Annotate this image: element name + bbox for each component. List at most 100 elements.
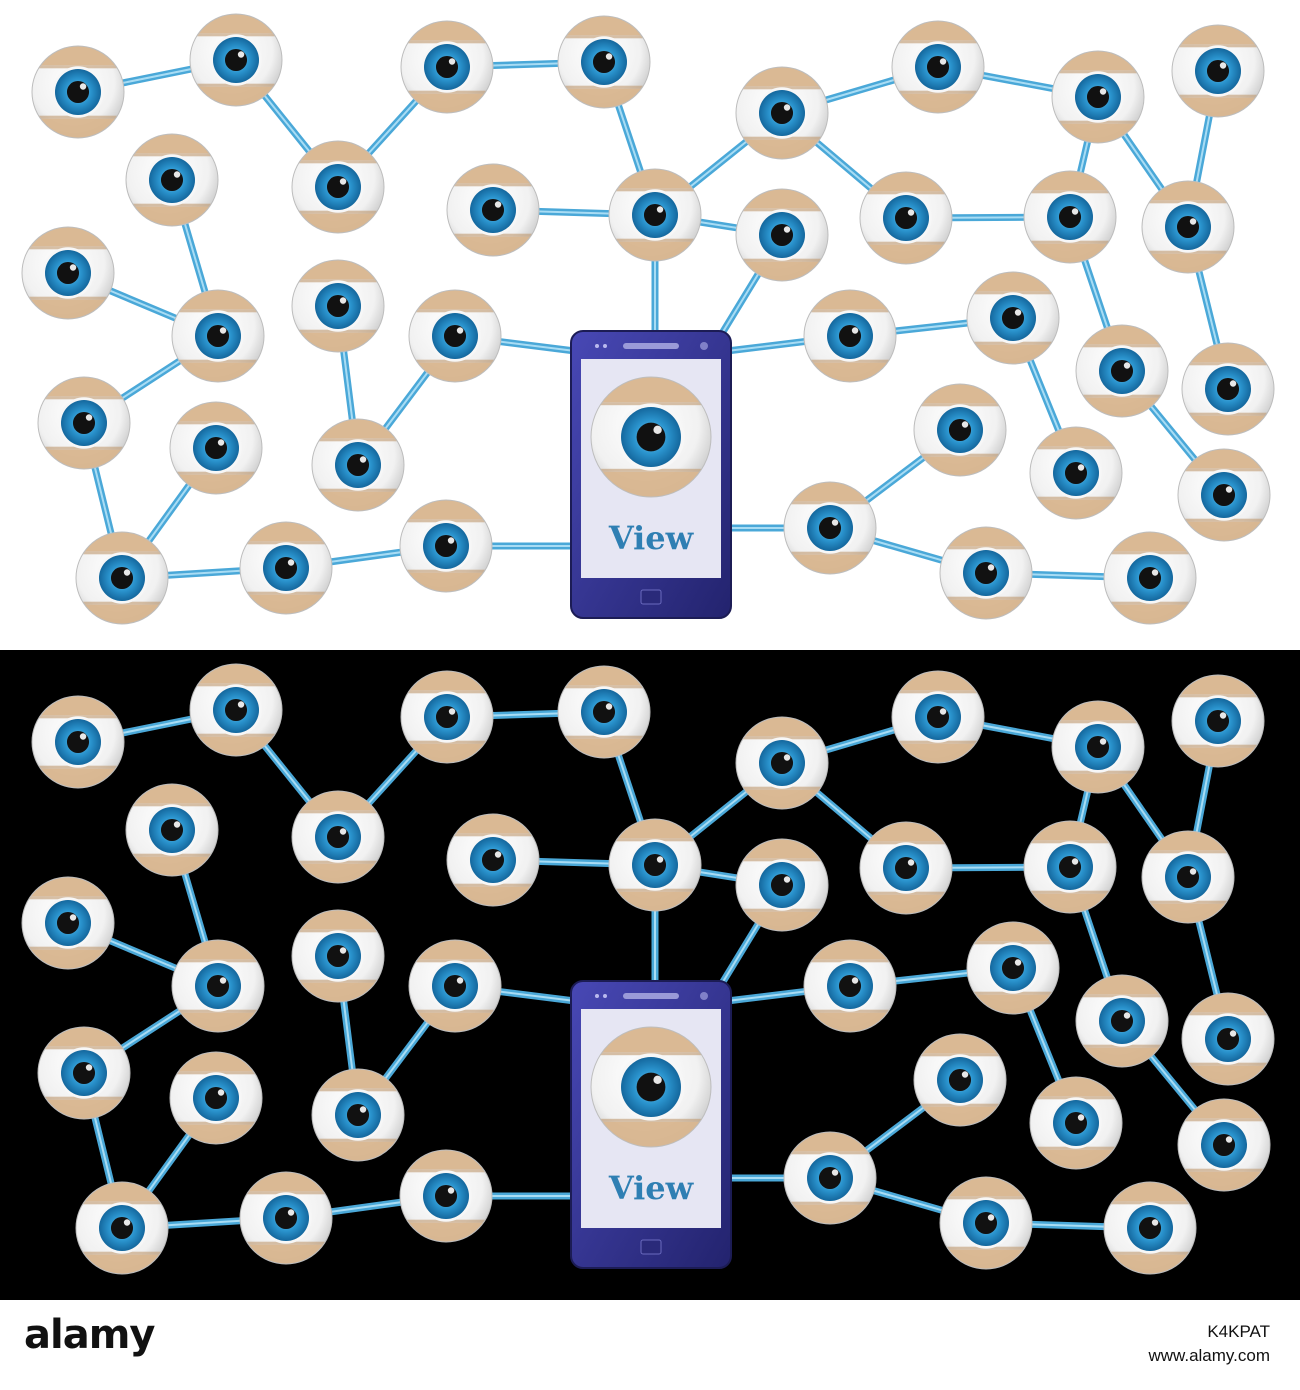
pupil xyxy=(1064,461,1088,485)
eyeball-node xyxy=(311,418,405,512)
pupil xyxy=(434,1184,458,1208)
eyeball-node xyxy=(803,939,897,1033)
pupil xyxy=(274,1206,298,1230)
eyeball-node xyxy=(1177,448,1271,542)
pupil xyxy=(926,55,950,79)
pupil xyxy=(204,1086,228,1110)
eyeball-node xyxy=(735,838,829,932)
pupil xyxy=(636,1072,666,1102)
pupil xyxy=(481,198,505,222)
eyeball-node xyxy=(1181,342,1275,436)
pupil xyxy=(66,730,90,754)
footer-bar: alamy K4KPAT www.alamy.com xyxy=(0,1300,1300,1390)
pupil xyxy=(1138,566,1162,590)
pupil xyxy=(592,50,616,74)
pupil xyxy=(443,324,467,348)
pupil xyxy=(770,101,794,125)
pupil xyxy=(326,825,350,849)
pupil xyxy=(1086,85,1110,109)
eyeball-node xyxy=(400,670,494,764)
pupil xyxy=(1212,483,1236,507)
pupil xyxy=(948,1068,972,1092)
eyeball-node xyxy=(939,1176,1033,1270)
eyeball-node xyxy=(735,716,829,810)
eyeball-node xyxy=(1171,24,1265,118)
pupil xyxy=(72,411,96,435)
pupil xyxy=(770,751,794,775)
pupil xyxy=(1110,1009,1134,1033)
pupil xyxy=(346,453,370,477)
eyeball-node xyxy=(169,1051,263,1145)
eyeball-node xyxy=(1075,324,1169,418)
eyeball-node xyxy=(859,171,953,265)
pupil xyxy=(1110,359,1134,383)
eyeball-node xyxy=(75,531,169,625)
pupil xyxy=(224,48,248,72)
smartphone: View xyxy=(570,330,732,619)
eyeball-node xyxy=(891,670,985,764)
eyeball-node xyxy=(557,665,651,759)
pupil xyxy=(443,974,467,998)
pupil xyxy=(206,974,230,998)
eyeball-node xyxy=(735,188,829,282)
pupil xyxy=(1216,1027,1240,1051)
eyeball-node xyxy=(1023,820,1117,914)
pupil xyxy=(1176,215,1200,239)
pupil xyxy=(894,856,918,880)
phone-camera xyxy=(700,992,708,1000)
pupil xyxy=(66,80,90,104)
pupil xyxy=(160,818,184,842)
phone-eye-icon xyxy=(590,1026,712,1148)
eyeball-node xyxy=(291,790,385,884)
phone-eye-icon xyxy=(590,376,712,498)
pupil xyxy=(1206,59,1230,83)
eyeball-node xyxy=(169,401,263,495)
eyeball-node xyxy=(913,1033,1007,1127)
pupil xyxy=(1001,306,1025,330)
pupil xyxy=(948,418,972,442)
pupil xyxy=(636,422,666,452)
phone-speaker xyxy=(623,343,679,349)
pupil xyxy=(1086,735,1110,759)
eyeball-node xyxy=(21,876,115,970)
pupil xyxy=(110,566,134,590)
pupil xyxy=(1212,1133,1236,1157)
footer-url: www.alamy.com xyxy=(1148,1346,1270,1365)
pupil xyxy=(974,1211,998,1235)
eyeball-node xyxy=(1141,830,1235,924)
eyeball-node xyxy=(557,15,651,109)
phone-home-button xyxy=(640,589,662,605)
eyeball-node xyxy=(125,133,219,227)
eyeball-node xyxy=(189,13,283,107)
pupil xyxy=(838,324,862,348)
eyeball-node xyxy=(291,259,385,353)
eyeball-node xyxy=(37,376,131,470)
pupil xyxy=(206,324,230,348)
eyeball-node xyxy=(1029,426,1123,520)
pupil xyxy=(770,873,794,897)
pupil xyxy=(838,974,862,998)
pupil xyxy=(110,1216,134,1240)
eyeball-node xyxy=(608,168,702,262)
pupil xyxy=(346,1103,370,1127)
eyeball-node xyxy=(239,521,333,615)
eyeball-node xyxy=(125,783,219,877)
pupil xyxy=(326,294,350,318)
smartphone: View xyxy=(570,980,732,1269)
eyeball-node xyxy=(408,939,502,1033)
eyeball-node xyxy=(408,289,502,383)
eyeball-node xyxy=(1103,531,1197,625)
phone-view-label: View xyxy=(608,519,695,557)
pupil xyxy=(204,436,228,460)
eyeball-node xyxy=(859,821,953,915)
eyeball-node xyxy=(1103,1181,1197,1275)
eyeball-node xyxy=(311,1068,405,1162)
eyeball-node xyxy=(291,909,385,1003)
pupil xyxy=(894,206,918,230)
eyeball-node xyxy=(291,140,385,234)
eyeball-node xyxy=(399,499,493,593)
pupil xyxy=(1001,956,1025,980)
eyeball-node xyxy=(939,526,1033,620)
eyeball-node xyxy=(171,939,265,1033)
